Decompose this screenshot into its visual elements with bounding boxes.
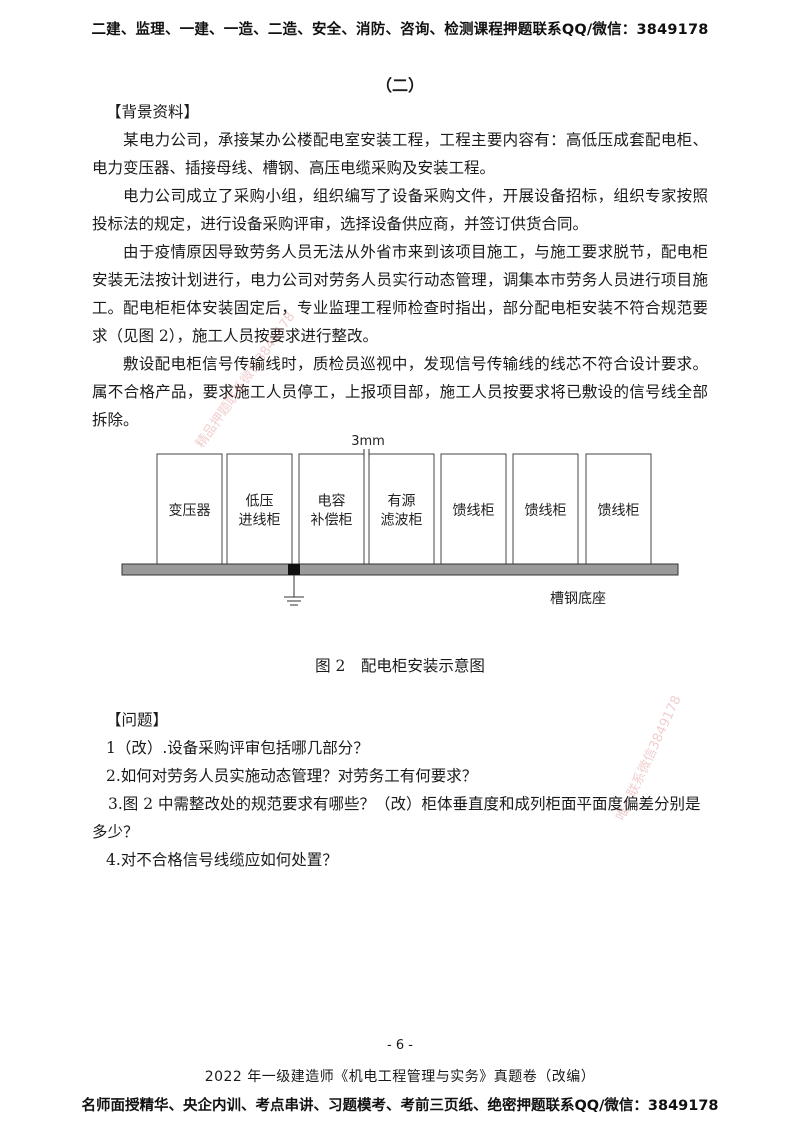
- question-4: 4.对不合格信号线缆应如何处置？: [106, 851, 338, 869]
- cabinet-4: [368, 453, 435, 565]
- cabinet-label-3-2: 补偿柜: [311, 513, 353, 529]
- cabinet-6: [512, 453, 579, 565]
- background-paragraph-3: 由于疫情原因导致劳务人员无法从外省市来到该项目施工，与施工要求脱节，配电柜安装无…: [92, 243, 708, 317]
- cabinet-label-2-1: 低压: [246, 494, 274, 510]
- gap-label: 3mm: [351, 434, 385, 449]
- page-number: - 6 -: [387, 1038, 413, 1053]
- cabinet-1: [156, 453, 223, 565]
- background-paragraph-2: 电力公司成立了采购小组，组织编写了设备采购文件，开展设备招标，组织专家按照投标法…: [92, 187, 708, 233]
- section-title: （二）: [375, 76, 424, 95]
- cabinet-7: [585, 453, 652, 565]
- questions-heading: 【问题】: [106, 711, 169, 729]
- cabinet-label-4-1: 有源: [388, 494, 416, 510]
- grounding-block: [288, 564, 300, 575]
- cabinet-label-6-1: 馈线柜: [525, 503, 567, 519]
- question-2: 2.如何对劳务人员实施动态管理？对劳务工有何要求？: [106, 767, 478, 785]
- cabinet-label-1-1: 变压器: [169, 503, 211, 519]
- cabinet-5: [440, 453, 507, 565]
- footer-contact-banner: 名师面授精华、央企内训、考点串讲、习题模考、考前三页纸、绝密押题联系QQ/微信：…: [81, 1098, 719, 1114]
- top-contact-banner: 二建、监理、一建、一造、二造、安全、消防、咨询、检测课程押题联系QQ/微信：38…: [91, 22, 709, 38]
- cabinet-3: [298, 453, 365, 565]
- base-label: 槽钢底座: [550, 591, 606, 607]
- channel-steel-base: [121, 563, 679, 576]
- ground-symbol: [284, 575, 304, 606]
- cabinet-label-4-2: 滤波柜: [381, 513, 423, 529]
- question-1: 1（改）.设备采购评审包括哪几部分？: [106, 739, 369, 757]
- cabinet-label-3-1: 电容: [318, 493, 346, 510]
- cabinet-label-7-1: 馈线柜: [598, 503, 640, 519]
- background-paragraph-5: 敷设配电柜信号传输线时，质检员巡视中，发现信号传输线的线芯不符合设计要求。属不合…: [92, 355, 708, 429]
- question-3: 3.图 2 中需整改处的规范要求有哪些？（改）柜体垂直度和成列柜面平面度偏差分别…: [92, 795, 701, 841]
- figure-caption: 图 2 配电柜安装示意图: [315, 657, 485, 675]
- cabinet-label-2-2: 进线柜: [239, 513, 281, 529]
- footer-doc-title: 2022 年一级建造师《机电工程管理与实务》真题卷（改编）: [204, 1069, 596, 1085]
- background-heading: 【背景资料】: [106, 103, 200, 121]
- cabinet-label-5-1: 馈线柜: [453, 503, 495, 519]
- background-paragraph-1: 某电力公司，承接某办公楼配电室安装工程，工程主要内容有：高低压成套配电柜、电力变…: [92, 131, 708, 177]
- background-paragraph-4: 配电柜柜体安装固定后，专业监理工程师检查时指出，部分配电柜安装不符合规范要求（见…: [92, 299, 708, 345]
